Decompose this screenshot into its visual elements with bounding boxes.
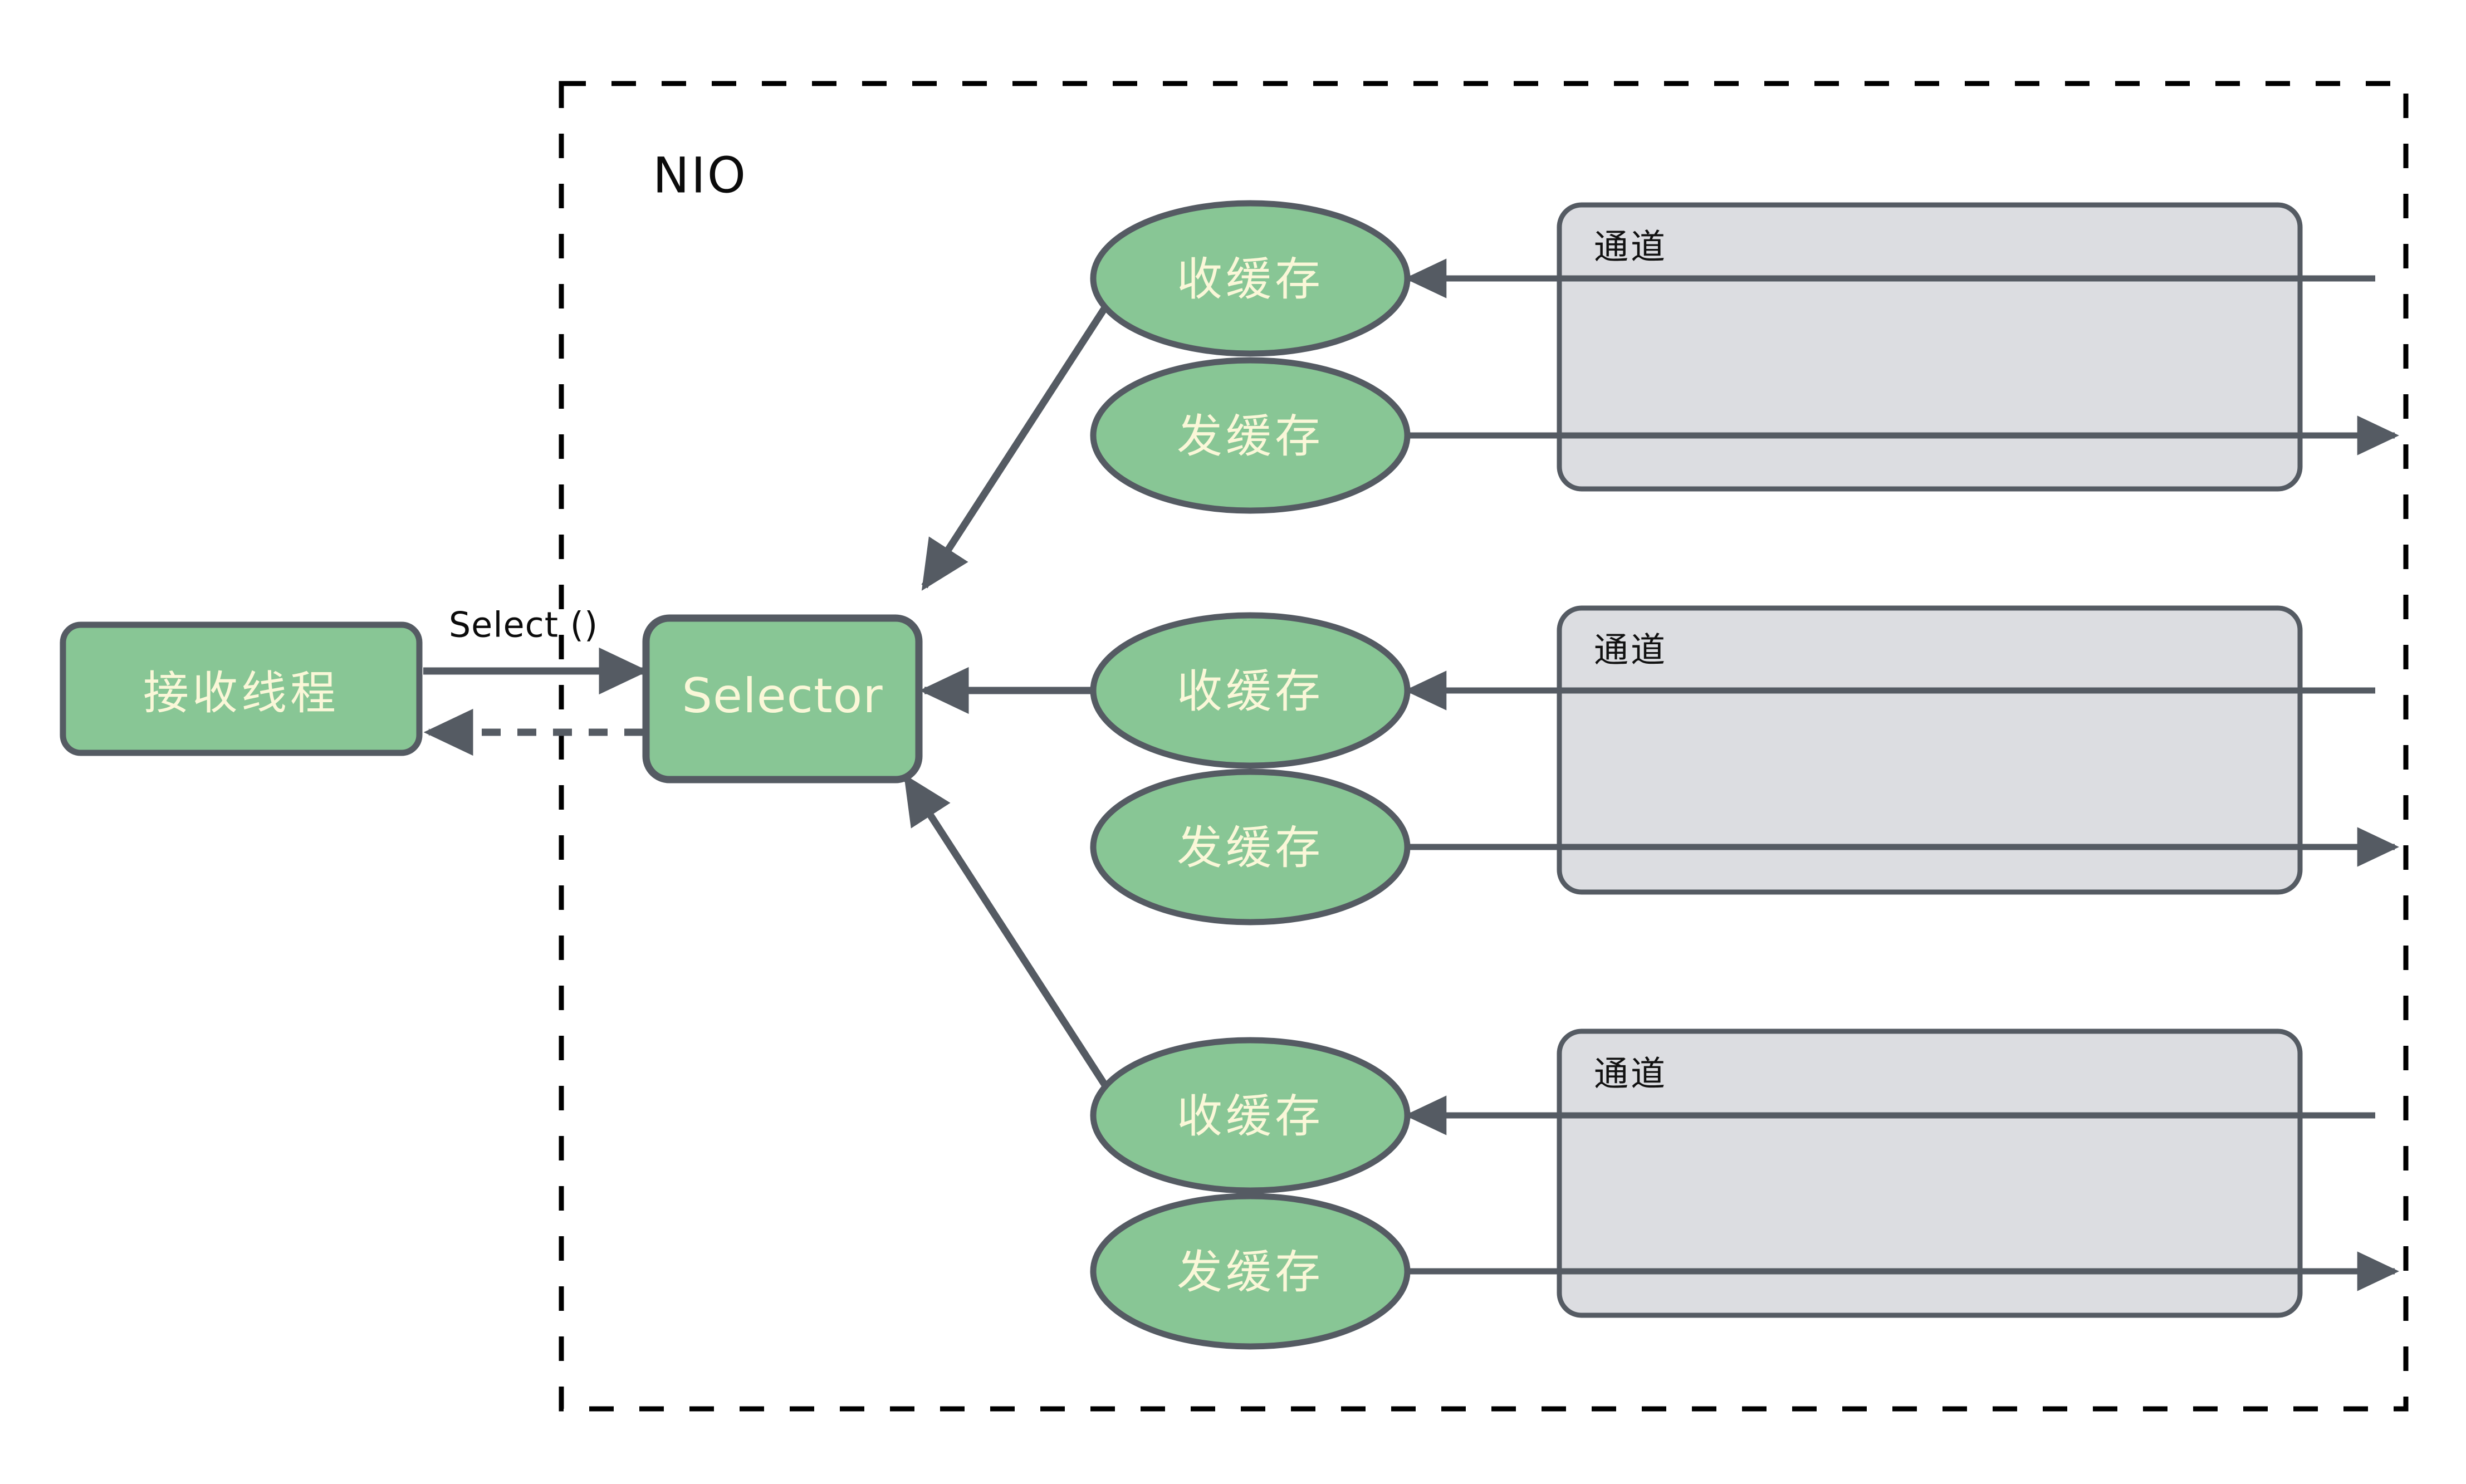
recv-buffer-3-ellipse[interactable] bbox=[1090, 1037, 1411, 1194]
channel-box-1 bbox=[1557, 202, 2303, 492]
node-receive-thread[interactable]: 接收线程 bbox=[60, 621, 423, 756]
edge-recv1-to-selector bbox=[921, 303, 1110, 591]
selector-box[interactable] bbox=[642, 614, 923, 783]
node-send-buffer-3[interactable]: 发缓存 bbox=[1090, 1193, 1411, 1350]
channel-2-label: 通道 bbox=[1594, 630, 1667, 670]
selector-label: Selector bbox=[682, 668, 883, 724]
send-buffer-2-label: 发缓存 bbox=[1177, 822, 1324, 875]
send-buffer-1-label: 发缓存 bbox=[1177, 410, 1324, 463]
node-send-buffer-2[interactable]: 发缓存 bbox=[1090, 768, 1411, 925]
receive-thread-box[interactable] bbox=[60, 621, 423, 756]
recv-buffer-1-ellipse[interactable] bbox=[1090, 200, 1411, 357]
channel-box-3 bbox=[1557, 1028, 2303, 1318]
node-recv-buffer-2[interactable]: 收缓存 bbox=[1090, 612, 1411, 769]
node-recv-buffer-1[interactable]: 收缓存 bbox=[1090, 200, 1411, 357]
receive-thread-label: 接收线程 bbox=[143, 667, 339, 720]
send-buffer-2-ellipse[interactable] bbox=[1090, 768, 1411, 925]
recv-buffer-3-label: 收缓存 bbox=[1177, 1090, 1324, 1143]
send-buffer-3-label: 发缓存 bbox=[1177, 1246, 1324, 1299]
send-buffer-3-ellipse[interactable] bbox=[1090, 1193, 1411, 1350]
nio-container-boundary bbox=[559, 81, 2409, 1412]
nio-container-label: NIO bbox=[653, 147, 747, 204]
node-selector[interactable]: Selector bbox=[642, 614, 923, 783]
recv-buffer-2-ellipse[interactable] bbox=[1090, 612, 1411, 769]
channel-3-label: 通道 bbox=[1594, 1054, 1667, 1094]
edge-recv3-to-selector bbox=[903, 774, 1109, 1088]
channel-1-label: 通道 bbox=[1594, 227, 1667, 267]
send-buffer-1-ellipse[interactable] bbox=[1090, 357, 1411, 514]
channel-box-2 bbox=[1557, 605, 2303, 895]
node-send-buffer-1[interactable]: 发缓存 bbox=[1090, 357, 1411, 514]
recv-buffer-2-label: 收缓存 bbox=[1177, 665, 1324, 718]
node-recv-buffer-3[interactable]: 收缓存 bbox=[1090, 1037, 1411, 1194]
edge-label-select-call: Select () bbox=[449, 605, 598, 645]
recv-buffer-1-label: 收缓存 bbox=[1177, 253, 1324, 306]
